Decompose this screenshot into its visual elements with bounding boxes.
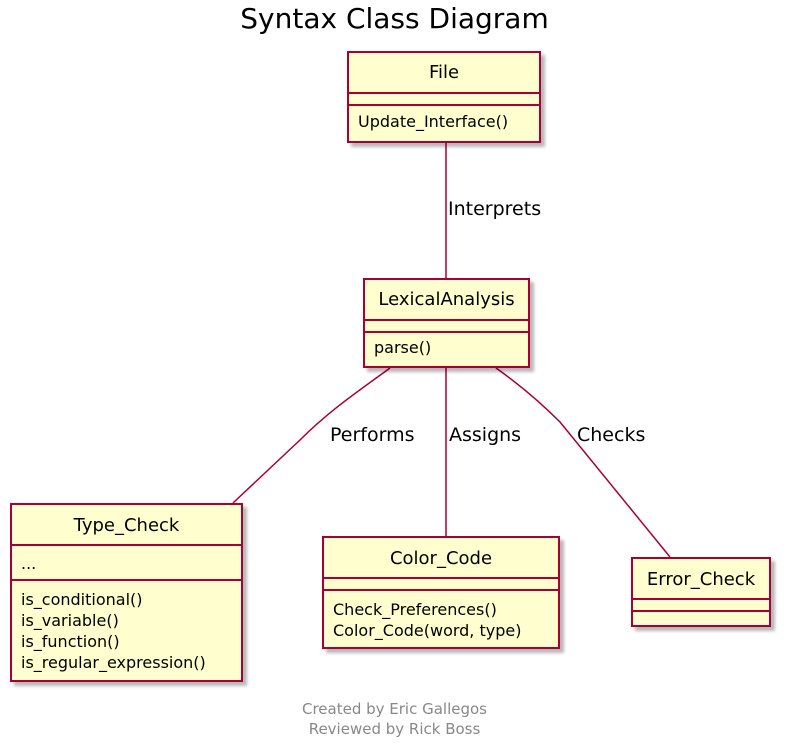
method: is_conditional() bbox=[21, 590, 143, 609]
relation-label-assigns: Assigns bbox=[449, 424, 522, 446]
class-name: Color_Code bbox=[324, 538, 558, 579]
method: is_regular_expression() bbox=[21, 653, 206, 672]
relation-label-checks: Checks bbox=[577, 424, 646, 446]
class-methods: Check_Preferences() Color_Code(word, typ… bbox=[324, 591, 558, 641]
class-methods: Update_Interface() bbox=[349, 106, 539, 132]
method: is_function() bbox=[21, 632, 120, 651]
class-error-check[interactable]: Error_Check bbox=[631, 557, 771, 627]
footer-created-by: Created by Eric Gallegos bbox=[301, 700, 488, 718]
class-methods: is_conditional() is_variable() is_functi… bbox=[12, 581, 241, 673]
class-attributes bbox=[349, 94, 539, 106]
relation-label-interprets: Interprets bbox=[448, 198, 542, 220]
class-name: File bbox=[349, 53, 539, 94]
class-name: LexicalAnalysis bbox=[365, 280, 528, 321]
method: parse() bbox=[374, 338, 432, 357]
class-color-code[interactable]: Color_Code Check_Preferences() Color_Cod… bbox=[322, 536, 560, 649]
class-attributes bbox=[324, 579, 558, 591]
class-name: Error_Check bbox=[633, 559, 769, 600]
class-file[interactable]: File Update_Interface() bbox=[347, 51, 541, 143]
method: Check_Preferences() bbox=[333, 600, 497, 619]
class-attributes bbox=[365, 321, 528, 333]
relation-line-checks bbox=[495, 367, 671, 558]
class-attributes bbox=[633, 600, 769, 612]
class-lexical-analysis[interactable]: LexicalAnalysis parse() bbox=[363, 278, 530, 368]
method: Color_Code(word, type) bbox=[333, 621, 522, 640]
class-name: Type_Check bbox=[12, 505, 241, 546]
method: is_variable() bbox=[21, 611, 119, 630]
relation-label-performs: Performs bbox=[330, 424, 415, 446]
diagram-title: Syntax Class Diagram bbox=[240, 2, 549, 35]
class-type-check[interactable]: Type_Check ... is_conditional() is_varia… bbox=[10, 503, 243, 682]
footer-reviewed-by: Reviewed by Rick Boss bbox=[308, 720, 481, 738]
class-methods: parse() bbox=[365, 333, 528, 358]
method: Update_Interface() bbox=[358, 112, 509, 131]
class-attributes: ... bbox=[12, 546, 241, 581]
attribute: ... bbox=[21, 554, 37, 573]
footer: Created by Eric Gallegos Reviewed by Ric… bbox=[0, 699, 789, 739]
relation-line-performs bbox=[232, 367, 391, 504]
